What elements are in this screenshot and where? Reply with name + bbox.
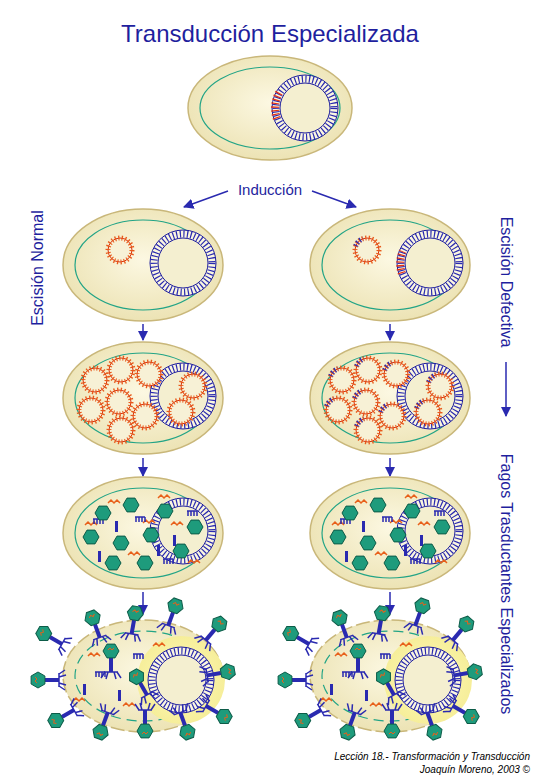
induction-arrow xyxy=(312,191,356,207)
column-label: Escisión Defectiva xyxy=(497,217,515,348)
induction-arrow xyxy=(184,191,228,207)
author-note: Joaquín Moreno, 2003 © xyxy=(420,764,530,776)
replication-cell xyxy=(310,342,470,454)
caption: Lección 18.- Transformación y Transducci… xyxy=(334,751,530,763)
lysis-cell xyxy=(278,596,483,742)
assembly-cell xyxy=(310,477,470,589)
lysis-cell xyxy=(31,596,236,742)
result-label: Fagos Trasductantes Especializados xyxy=(497,454,515,715)
replication-cell xyxy=(63,342,223,454)
defective-excision-cell xyxy=(310,209,470,321)
column-label: Escisión Normal xyxy=(29,210,47,326)
diagram-title: Transducción Especializada xyxy=(121,20,419,48)
lysogenic-cell xyxy=(188,56,352,160)
assembly-cell xyxy=(63,477,223,589)
excision-cell xyxy=(63,209,223,321)
stage-label: Inducción xyxy=(236,181,304,198)
